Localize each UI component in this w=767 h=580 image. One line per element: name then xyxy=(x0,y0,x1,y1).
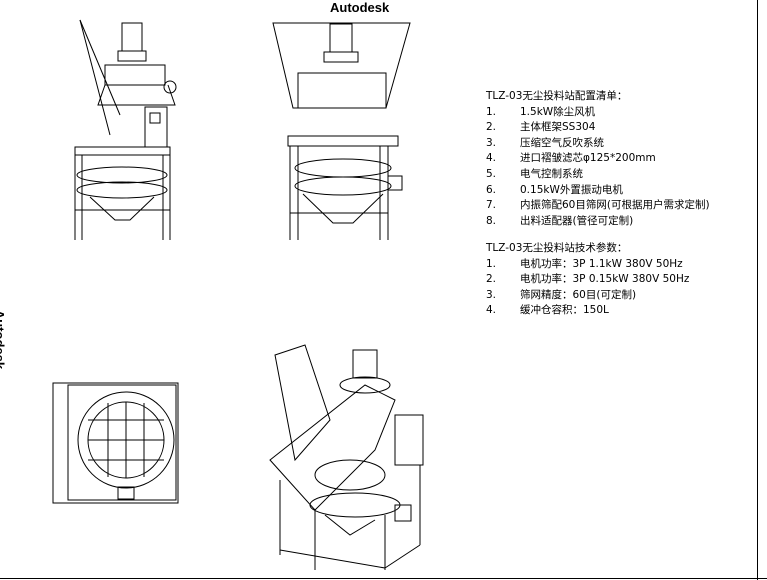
item-num: 2. xyxy=(486,273,497,286)
config-list: TLZ-03无尘投料站配置清单： 1. 1.5kW除尘风机 2. 主体框架SS304… xyxy=(486,89,710,229)
frame-border-bottom xyxy=(0,578,767,579)
item-text: 内振筛配60目筛网(可根据用户需求定制) xyxy=(520,199,710,212)
list-item: 1. 电机功率：3P 1.1kW 380V 50Hz xyxy=(486,257,689,273)
list-item: 2. 电机功率：3P 0.15kW 380V 50Hz xyxy=(486,272,689,288)
item-num: 3. xyxy=(486,136,497,149)
frame-border-right xyxy=(757,0,758,580)
drawing-front-view xyxy=(272,22,411,240)
item-num: 7. xyxy=(486,199,497,212)
tech-params: TLZ-03无尘投料站技术参数： 1. 电机功率：3P 1.1kW 380V 50… xyxy=(486,241,689,319)
item-text: 1.5kW除尘风机 xyxy=(520,105,596,118)
list-item: 4. 缓冲仓容积：150L xyxy=(486,303,689,319)
item-text: 缓冲仓容积：150L xyxy=(520,304,609,317)
item-num: 4. xyxy=(486,304,497,317)
tech-params-title: TLZ-03无尘投料站技术参数： xyxy=(486,242,628,254)
item-num: 3. xyxy=(486,288,497,301)
list-item: 2. 主体框架SS304 xyxy=(486,120,710,136)
item-text: 主体框架SS304 xyxy=(520,121,596,134)
list-item: 1. 1.5kW除尘风机 xyxy=(486,105,710,121)
list-item: 6. 0.15kW外置振动电机 xyxy=(486,183,710,199)
item-text: 0.15kW外置振动电机 xyxy=(520,183,623,196)
watermark-top: Autodesk xyxy=(330,0,390,15)
list-item: 8. 出料适配器(管径可定制) xyxy=(486,214,710,230)
item-text: 筛网精度：60目(可定制) xyxy=(520,288,637,301)
item-text: 电气控制系统 xyxy=(520,167,583,180)
item-num: 4. xyxy=(486,152,497,165)
drawing-isometric-view xyxy=(269,344,424,570)
item-text: 电机功率：3P 0.15kW 380V 50Hz xyxy=(520,273,690,286)
drawing-side-view xyxy=(74,19,177,240)
watermark-left: Autodesk xyxy=(0,309,8,370)
item-text: 电机功率：3P 1.1kW 380V 50Hz xyxy=(520,257,683,270)
item-num: 5. xyxy=(486,167,497,180)
list-item: 7. 内振筛配60目筛网(可根据用户需求定制) xyxy=(486,198,710,214)
item-num: 6. xyxy=(486,183,497,196)
list-item: 4. 进口褶皱滤芯φ125*200mm xyxy=(486,151,710,167)
item-text: 压缩空气反吹系统 xyxy=(520,136,604,149)
list-item: 3. 筛网精度：60目(可定制) xyxy=(486,288,689,304)
item-text: 进口褶皱滤芯φ125*200mm xyxy=(520,152,656,165)
item-num: 1. xyxy=(486,105,497,118)
item-num: 2. xyxy=(486,121,497,134)
list-item: 3. 压缩空气反吹系统 xyxy=(486,136,710,152)
config-list-title: TLZ-03无尘投料站配置清单： xyxy=(486,90,628,102)
item-num: 1. xyxy=(486,257,497,270)
item-num: 8. xyxy=(486,214,497,227)
drawing-top-view xyxy=(52,382,179,504)
item-text: 出料适配器(管径可定制) xyxy=(520,214,634,227)
list-item: 5. 电气控制系统 xyxy=(486,167,710,183)
